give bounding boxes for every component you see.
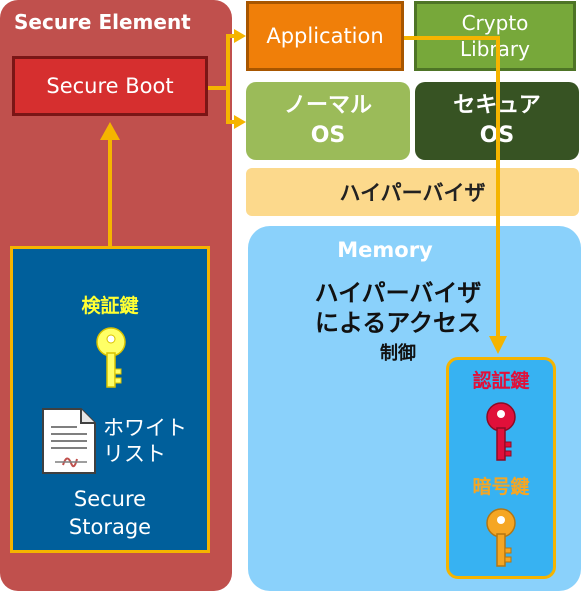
- boot-to-app-arrowhead: [234, 29, 246, 43]
- crypto-library-line1: Crypto: [461, 11, 529, 35]
- memory-key-box: 認証鍵 暗号鍵: [446, 357, 556, 579]
- crypto-library-line2: Library: [460, 37, 530, 61]
- application-label: Application: [266, 24, 384, 48]
- secure-storage-label: Secure Storage: [13, 485, 207, 541]
- secure-element-title: Secure Element: [14, 10, 191, 34]
- auth-key-icon: [486, 402, 516, 461]
- secure-storage-line2: Storage: [68, 515, 152, 539]
- access-control-text: 制御: [380, 343, 416, 364]
- secure-element-region: Secure Element Secure Boot 検証鍵 ホワイト リスト: [0, 0, 232, 591]
- normal-os-box: ノーマル OS: [246, 82, 410, 160]
- hypervisor-access-text: ハイパーバイザ によるアクセス: [278, 278, 518, 338]
- normal-os-line1: ノーマル: [283, 93, 372, 118]
- secure-os-line2: OS: [479, 123, 515, 148]
- secure-boot-label: Secure Boot: [46, 74, 174, 98]
- whitelist-label: ホワイト リスト: [103, 415, 203, 467]
- secure-os-line1: セキュア: [453, 93, 541, 118]
- secure-os-box: セキュア OS: [415, 82, 579, 160]
- access-line2: によるアクセス: [314, 309, 482, 337]
- secure-storage-line1: Secure: [73, 487, 147, 511]
- whitelist-line2: リスト: [103, 442, 166, 466]
- application-box: Application: [246, 1, 404, 71]
- memory-title: Memory: [337, 238, 433, 262]
- verify-key-label: 検証鍵: [81, 295, 139, 317]
- document-icon: [42, 408, 96, 474]
- secure-storage-box: 検証鍵 ホワイト リスト Secure Storage: [10, 246, 210, 553]
- crypto-library-box: Crypto Library: [414, 1, 576, 71]
- hypervisor-label: ハイパーバイザ: [339, 181, 486, 205]
- encryption-key-label: 暗号鍵: [472, 476, 530, 498]
- hypervisor-box: ハイパーバイザ: [246, 168, 579, 216]
- normal-os-line2: OS: [310, 123, 346, 148]
- secure-boot-box: Secure Boot: [12, 56, 208, 116]
- auth-key-label: 認証鍵: [472, 370, 530, 392]
- whitelist-line1: ホワイト: [103, 416, 187, 440]
- verify-key-icon: [96, 327, 126, 388]
- encryption-key-icon: [486, 508, 516, 567]
- access-line1: ハイパーバイザ: [314, 279, 482, 307]
- boot-to-os-arrowhead: [234, 115, 246, 129]
